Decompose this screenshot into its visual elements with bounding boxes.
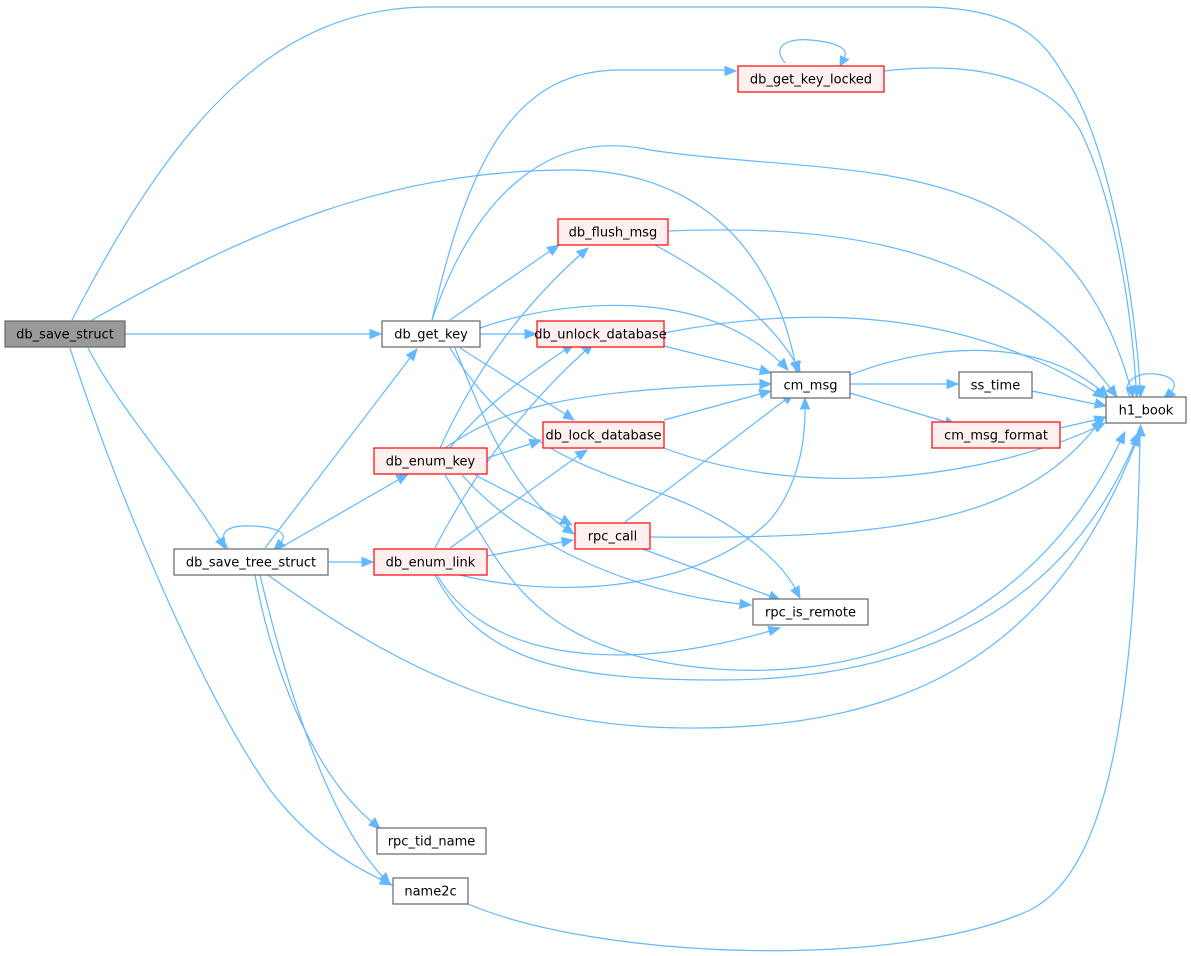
node-label-db-lock-database: db_lock_database (545, 429, 661, 444)
node-box-rpc-tid-name[interactable] (376, 827, 487, 855)
node-box-cm-msg[interactable] (770, 371, 851, 399)
node-label-cm-msg-format: cm_msg_format (944, 429, 1048, 444)
edge-db-get-key-to-db-flush-msg (449, 244, 561, 321)
edge-db-enum-key-to-db-lock-database (486, 438, 543, 459)
node-label-cm-msg: cm_msg (784, 379, 838, 394)
node-label-db-flush-msg: db_flush_msg (569, 226, 658, 241)
edge-db-save-tree-struct-loop (222, 525, 286, 551)
node-ss-time[interactable]: ss_time (958, 371, 1033, 399)
node-box-name2c[interactable] (392, 877, 469, 905)
edge-db-get-key-to-db-unlock-database (480, 328, 538, 340)
edge-db-unlock-database-to-h1-book (663, 316, 1107, 399)
node-label-db-get-key: db_get_key (394, 328, 468, 343)
edge-rpc-call-to-h1-book (649, 419, 1104, 538)
node-box-db-lock-database[interactable] (542, 421, 665, 449)
node-h1-book[interactable]: h1_book (1105, 396, 1187, 424)
node-label-rpc-is-remote: rpc_is_remote (765, 606, 856, 621)
node-box-cm-msg-format[interactable] (931, 421, 1061, 449)
edge-db-save-tree-struct-to-rpc-tid-name (254, 574, 381, 830)
node-box-db-enum-key[interactable] (373, 447, 488, 475)
node-db-get-key[interactable]: db_get_key (381, 320, 481, 348)
node-db-enum-link[interactable]: db_enum_link (373, 548, 488, 576)
edge-db-enum-link-to-cm-msg (459, 396, 811, 589)
node-db-save-struct[interactable]: db_save_struct (4, 320, 126, 348)
edge-cm-msg-to-h1-book (849, 349, 1109, 398)
node-db-unlock-database[interactable]: db_unlock_database (534, 320, 667, 348)
edge-db-enum-key-to-cm-msg (444, 378, 773, 449)
node-rpc-is-remote[interactable]: rpc_is_remote (752, 598, 869, 626)
call-graph-nodes: db_save_struct db_get_key db_save_tree_str… (4, 65, 1187, 905)
edge-db-enum-key-to-rpc-call (474, 474, 574, 526)
edge-cm-msg-to-ss-time (850, 378, 960, 390)
edge-db-save-tree-struct-to-db-get-key (264, 347, 418, 549)
edge-ss-time-to-h1-book (1031, 390, 1108, 409)
node-box-db-save-struct[interactable] (4, 320, 126, 348)
node-db-enum-key[interactable]: db_enum_key (373, 447, 488, 475)
edge-db-save-tree-struct-to-name2c (259, 574, 391, 885)
node-db-get-key-locked[interactable]: db_get_key_locked (737, 65, 885, 93)
edge-db-enum-key-to-db-flush-msg (439, 247, 589, 449)
edge-db-save-tree-struct-to-db-enum-link (328, 556, 375, 568)
edge-cm-msg-to-cm-msg-format (849, 392, 958, 427)
node-label-h1-book: h1_book (1119, 404, 1174, 419)
edge-db-lock-database-to-cm-msg (663, 388, 773, 421)
edge-db-get-key-locked-loop (779, 39, 850, 68)
edge-db-unlock-database-to-cm-msg (663, 345, 773, 376)
node-box-db-save-tree-struct[interactable] (173, 548, 329, 576)
node-cm-msg[interactable]: cm_msg (770, 371, 851, 399)
node-label-name2c: name2c (404, 885, 456, 900)
edge-name2c-to-h1-book (467, 423, 1146, 952)
edge-rpc-call-to-rpc-is-remote (639, 547, 782, 601)
node-box-ss-time[interactable] (958, 371, 1033, 399)
edge-db-enum-link-to-h1-book (434, 430, 1140, 681)
edge-db-get-key-to-db-get-key-locked (431, 65, 738, 321)
edge-db-flush-msg-to-h1-book (667, 229, 1118, 399)
node-label-db-enum-key: db_enum_key (386, 455, 476, 470)
node-db-lock-database[interactable]: db_lock_database (542, 421, 665, 449)
edge-db-save-struct-to-db-save-tree-struct (87, 347, 227, 551)
edge-db-enum-link-to-db-lock-database (449, 449, 589, 549)
node-box-db-enum-link[interactable] (373, 548, 488, 576)
edge-db-save-tree-struct-to-db-enum-key (279, 473, 410, 549)
node-label-rpc-tid-name: rpc_tid_name (388, 835, 476, 850)
call-graph-edges (69, 6, 1177, 952)
node-label-ss-time: ss_time (971, 379, 1020, 394)
edge-db-get-key-locked-to-h1-book (883, 67, 1142, 399)
node-rpc-call[interactable]: rpc_call (574, 522, 651, 550)
node-label-db-unlock-database: db_unlock_database (534, 328, 667, 343)
edge-db-get-key-to-db-lock-database (459, 347, 576, 421)
node-rpc-tid-name[interactable]: rpc_tid_name (376, 827, 487, 855)
node-label-db-save-struct: db_save_struct (16, 328, 114, 343)
edge-db-get-key-to-rpc-is-remote (449, 347, 801, 600)
node-box-db-flush-msg[interactable] (557, 218, 669, 246)
edge-db-flush-msg-to-cm-msg (654, 244, 801, 374)
node-cm-msg-format[interactable]: cm_msg_format (931, 421, 1061, 449)
node-box-db-unlock-database[interactable] (536, 320, 665, 348)
edge-db-save-struct-to-db-get-key (125, 328, 383, 340)
node-box-rpc-is-remote[interactable] (752, 598, 869, 626)
node-box-rpc-call[interactable] (574, 522, 651, 550)
edge-db-get-key-to-cm-msg (479, 304, 789, 371)
edge-rpc-call-to-cm-msg (624, 392, 796, 523)
node-box-h1-book[interactable] (1105, 396, 1187, 424)
node-db-flush-msg[interactable]: db_flush_msg (557, 218, 669, 246)
edge-db-enum-key-to-rpc-is-remote (461, 474, 753, 610)
edge-db-enum-link-to-rpc-is-remote (436, 574, 782, 656)
node-box-db-get-key[interactable] (381, 320, 481, 348)
node-label-db-save-tree-struct: db_save_tree_struct (186, 556, 316, 571)
edge-db-save-struct-to-name2c (69, 347, 394, 886)
node-box-db-get-key-locked[interactable] (737, 65, 885, 93)
node-db-save-tree-struct[interactable]: db_save_tree_struct (173, 548, 329, 576)
node-name2c[interactable]: name2c (392, 877, 469, 905)
node-label-db-enum-link: db_enum_link (386, 556, 476, 571)
node-label-rpc-call: rpc_call (588, 530, 638, 545)
node-label-db-get-key-locked: db_get_key_locked (750, 73, 872, 88)
edge-db-enum-key-to-h1-book (444, 430, 1126, 671)
edge-db-enum-link-to-rpc-call (486, 536, 575, 557)
